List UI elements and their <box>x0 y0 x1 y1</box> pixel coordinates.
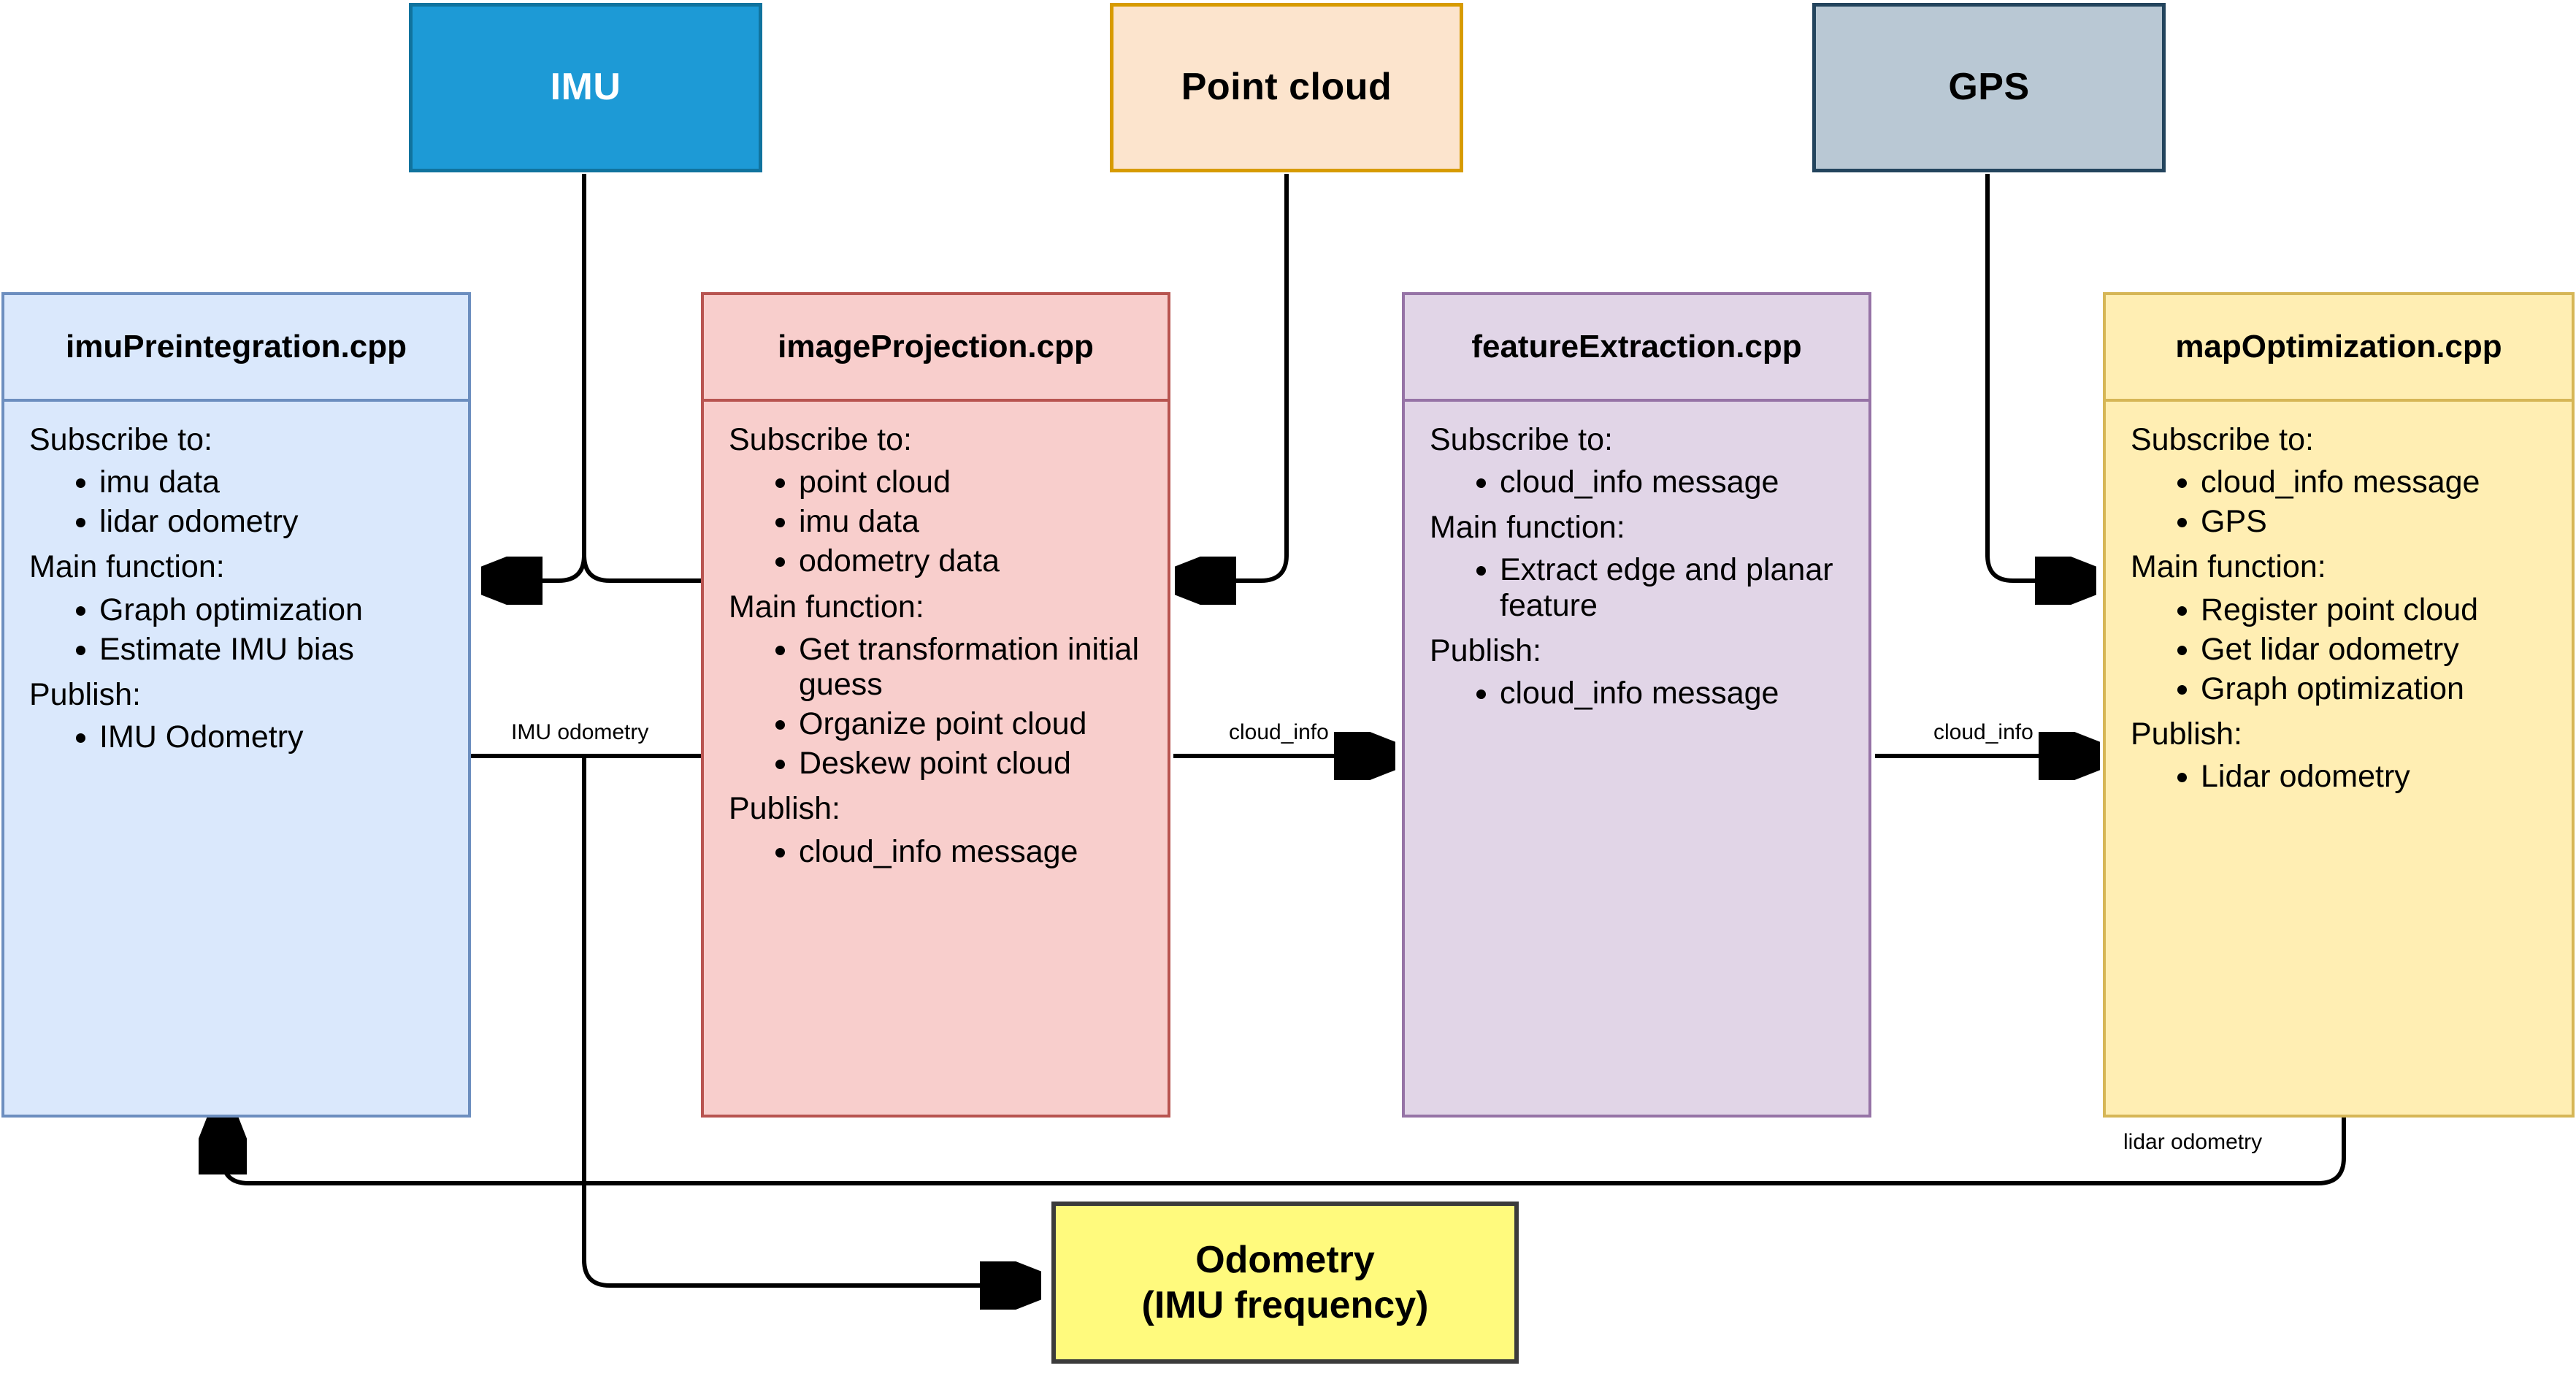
section-heading: Subscribe to: <box>29 422 212 457</box>
module-body-featureextraction: Subscribe to: cloud_info message Main fu… <box>1405 402 1868 1115</box>
list-item: GPS <box>2201 504 2558 539</box>
section-list: point cloud imu data odometry data <box>704 465 1168 578</box>
list-item: imu data <box>799 504 1154 539</box>
edge-label-imu-odometry: IMU odometry <box>511 720 649 744</box>
section-list: imu data lidar odometry <box>4 465 468 539</box>
output-box-odometry[interactable]: Odometry (IMU frequency) <box>1051 1202 1519 1364</box>
source-box-point-cloud[interactable]: Point cloud <box>1110 3 1463 172</box>
section-heading: Subscribe to: <box>1430 422 1613 457</box>
section-heading: Publish: <box>2131 717 2242 752</box>
section-heading: Publish: <box>1430 633 1541 668</box>
module-box-imageprojection[interactable]: imageProjection.cpp Subscribe to: point … <box>701 292 1170 1118</box>
section-list: cloud_info message <box>1405 676 1868 711</box>
list-item: Organize point cloud <box>799 706 1154 741</box>
section-list: cloud_info message <box>1405 465 1868 500</box>
module-title-imageprojection: imageProjection.cpp <box>704 295 1168 402</box>
section-list: Register point cloud Get lidar odometry … <box>2106 592 2572 706</box>
list-item: Estimate IMU bias <box>99 632 455 667</box>
list-item: lidar odometry <box>99 504 455 539</box>
list-item: Register point cloud <box>2201 592 2558 627</box>
edge-label-cloud-info-1: cloud_info <box>1229 720 1329 744</box>
edge-lidar-odometry <box>223 1116 2346 1185</box>
section-list: cloud_info message <box>704 834 1168 869</box>
module-box-imupreintegration[interactable]: imuPreintegration.cpp Subscribe to: imu … <box>1 292 471 1118</box>
section-heading: Publish: <box>29 676 141 712</box>
output-label-odometry: Odometry (IMU frequency) <box>1141 1238 1429 1326</box>
list-item: Extract edge and planar feature <box>1500 552 1855 622</box>
section-heading: Main function: <box>729 589 924 624</box>
source-label-imu: IMU <box>550 66 621 109</box>
edge-imu-split-left <box>486 174 586 581</box>
list-item: Get transformation initial guess <box>799 632 1154 702</box>
list-item: Get lidar odometry <box>2201 632 2558 667</box>
section-heading: Subscribe to: <box>2131 422 2314 457</box>
section-list: Lidar odometry <box>2106 759 2572 794</box>
list-item: Lidar odometry <box>2201 759 2558 794</box>
list-item: cloud_info message <box>1500 465 1855 500</box>
module-box-featureextraction[interactable]: featureExtraction.cpp Subscribe to: clou… <box>1402 292 1871 1118</box>
section-list: Extract edge and planar feature <box>1405 552 1868 622</box>
list-item: odometry data <box>799 543 1154 578</box>
source-box-gps[interactable]: GPS <box>1812 3 2166 172</box>
edge-label-cloud-info-2: cloud_info <box>1933 720 2033 744</box>
list-item: cloud_info message <box>1500 676 1855 711</box>
edge-gps-to-mapoptimization <box>1985 174 2092 581</box>
list-item: IMU Odometry <box>99 719 455 755</box>
list-item: point cloud <box>799 465 1154 500</box>
section-list: cloud_info message GPS <box>2106 465 2572 539</box>
module-box-mapoptimization[interactable]: mapOptimization.cpp Subscribe to: cloud_… <box>2103 292 2575 1118</box>
list-item: cloud_info message <box>799 834 1154 869</box>
edge-label-lidar-odometry: lidar odometry <box>2123 1130 2263 1154</box>
list-item: cloud_info message <box>2201 465 2558 500</box>
section-list: Graph optimization Estimate IMU bias <box>4 592 468 667</box>
module-body-imupreintegration: Subscribe to: imu data lidar odometry Ma… <box>4 402 468 1115</box>
list-item: imu data <box>99 465 455 500</box>
module-title-imupreintegration: imuPreintegration.cpp <box>4 295 468 402</box>
section-heading: Main function: <box>1430 510 1625 546</box>
section-list: Get transformation initial guess Organiz… <box>704 632 1168 782</box>
section-list: IMU Odometry <box>4 719 468 755</box>
source-label-gps: GPS <box>1948 66 2030 109</box>
module-body-mapoptimization: Subscribe to: cloud_info message GPS Mai… <box>2106 402 2572 1115</box>
list-item: Graph optimization <box>2201 671 2558 706</box>
module-body-imageprojection: Subscribe to: point cloud imu data odome… <box>704 402 1168 1115</box>
section-heading: Publish: <box>729 791 840 827</box>
source-label-point-cloud: Point cloud <box>1181 66 1392 109</box>
section-heading: Main function: <box>29 549 225 585</box>
section-heading: Main function: <box>2131 549 2326 585</box>
list-item: Deskew point cloud <box>799 746 1154 781</box>
module-title-mapoptimization: mapOptimization.cpp <box>2106 295 2572 402</box>
list-item: Graph optimization <box>99 592 455 627</box>
source-box-imu[interactable]: IMU <box>409 3 762 172</box>
module-title-featureextraction: featureExtraction.cpp <box>1405 295 1868 402</box>
edge-pointcloud-to-imageprojection <box>1179 174 1289 581</box>
section-heading: Subscribe to: <box>729 422 912 457</box>
